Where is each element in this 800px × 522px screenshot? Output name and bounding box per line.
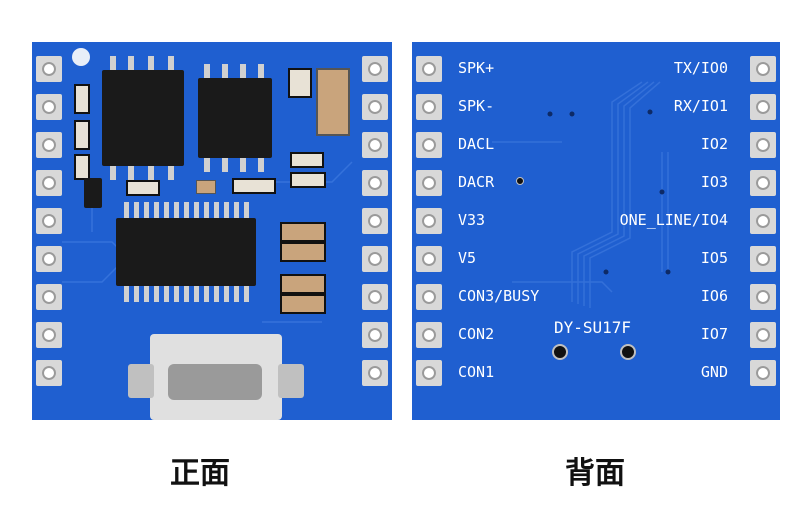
pad	[362, 208, 388, 234]
pad	[362, 56, 388, 82]
fiducial	[72, 48, 90, 66]
resistor	[290, 152, 324, 168]
pin-label-left: SPK+	[458, 59, 495, 77]
pad	[750, 132, 776, 158]
pcb-back: SPK+ SPK- DACL DACR V33 V5 CON3/BUSY CON…	[412, 42, 780, 420]
resistor	[126, 180, 160, 196]
capacitor-large	[316, 68, 350, 136]
usb-mount-right	[278, 364, 304, 398]
resistor	[290, 172, 326, 188]
pin-label-left: DACR	[458, 173, 495, 191]
resistor	[280, 294, 326, 314]
pin-label-right: IO3	[700, 173, 728, 191]
pad	[362, 246, 388, 272]
pad	[36, 322, 62, 348]
pad	[416, 56, 442, 82]
back-traces	[492, 81, 671, 308]
pad	[750, 170, 776, 196]
pin-label-right: RX/IO1	[673, 97, 728, 115]
model-label: DY-SU17F	[554, 318, 632, 337]
pin-label-right: IO5	[700, 249, 728, 267]
pad	[36, 132, 62, 158]
resistor	[288, 68, 312, 98]
pin-label-right: TX/IO0	[673, 59, 728, 77]
capacitor	[196, 180, 216, 194]
resistor	[74, 154, 90, 180]
pad	[362, 94, 388, 120]
pad	[362, 360, 388, 386]
pad	[36, 246, 62, 272]
pad	[36, 170, 62, 196]
transistor	[84, 178, 102, 208]
resistor	[232, 178, 276, 194]
pad	[362, 284, 388, 310]
usb-port	[168, 364, 262, 400]
pad	[36, 94, 62, 120]
pad	[750, 94, 776, 120]
pad	[36, 284, 62, 310]
ic-decoder	[116, 218, 256, 286]
resistor	[280, 222, 326, 242]
pad	[362, 322, 388, 348]
pad	[416, 246, 442, 272]
pin-label-left: V33	[458, 211, 486, 229]
pad	[750, 322, 776, 348]
pad	[362, 170, 388, 196]
pin-label-left: V5	[458, 249, 477, 267]
pad	[750, 56, 776, 82]
pad	[36, 360, 62, 386]
pin-label-left: SPK-	[458, 97, 495, 115]
caption-back: 背面	[565, 456, 625, 491]
resistor	[280, 274, 326, 294]
resistor	[74, 120, 90, 150]
pin-label-right: IO6	[700, 287, 728, 305]
resistor	[74, 84, 90, 114]
pin-label-left: CON1	[458, 363, 495, 381]
caption-front: 正面	[170, 456, 230, 491]
pin-label-right: IO2	[700, 135, 728, 153]
pad	[362, 132, 388, 158]
pad	[416, 170, 442, 196]
pin-label-left: CON2	[458, 325, 495, 343]
pcb-front	[32, 42, 392, 420]
pad	[36, 56, 62, 82]
ic-flash	[102, 70, 184, 166]
via-hole	[516, 177, 524, 185]
pad	[416, 284, 442, 310]
pin-label-right: IO7	[700, 325, 728, 343]
pin-label-right: ONE_LINE/IO4	[619, 211, 728, 229]
pad	[750, 208, 776, 234]
pin-label-left: CON3/BUSY	[458, 287, 540, 305]
pad	[36, 208, 62, 234]
pin-label-right: GND	[700, 363, 728, 381]
mount-hole	[552, 344, 568, 360]
resistor	[280, 242, 326, 262]
pad	[750, 360, 776, 386]
pad	[750, 284, 776, 310]
pad	[750, 246, 776, 272]
usb-mount-left	[128, 364, 154, 398]
pad	[416, 360, 442, 386]
ic-amp	[198, 78, 272, 158]
pad	[416, 132, 442, 158]
mount-hole	[620, 344, 636, 360]
pad	[416, 322, 442, 348]
ic-legs	[62, 56, 353, 323]
pad	[416, 94, 442, 120]
pad	[416, 208, 442, 234]
pin-label-left: DACL	[458, 135, 495, 153]
